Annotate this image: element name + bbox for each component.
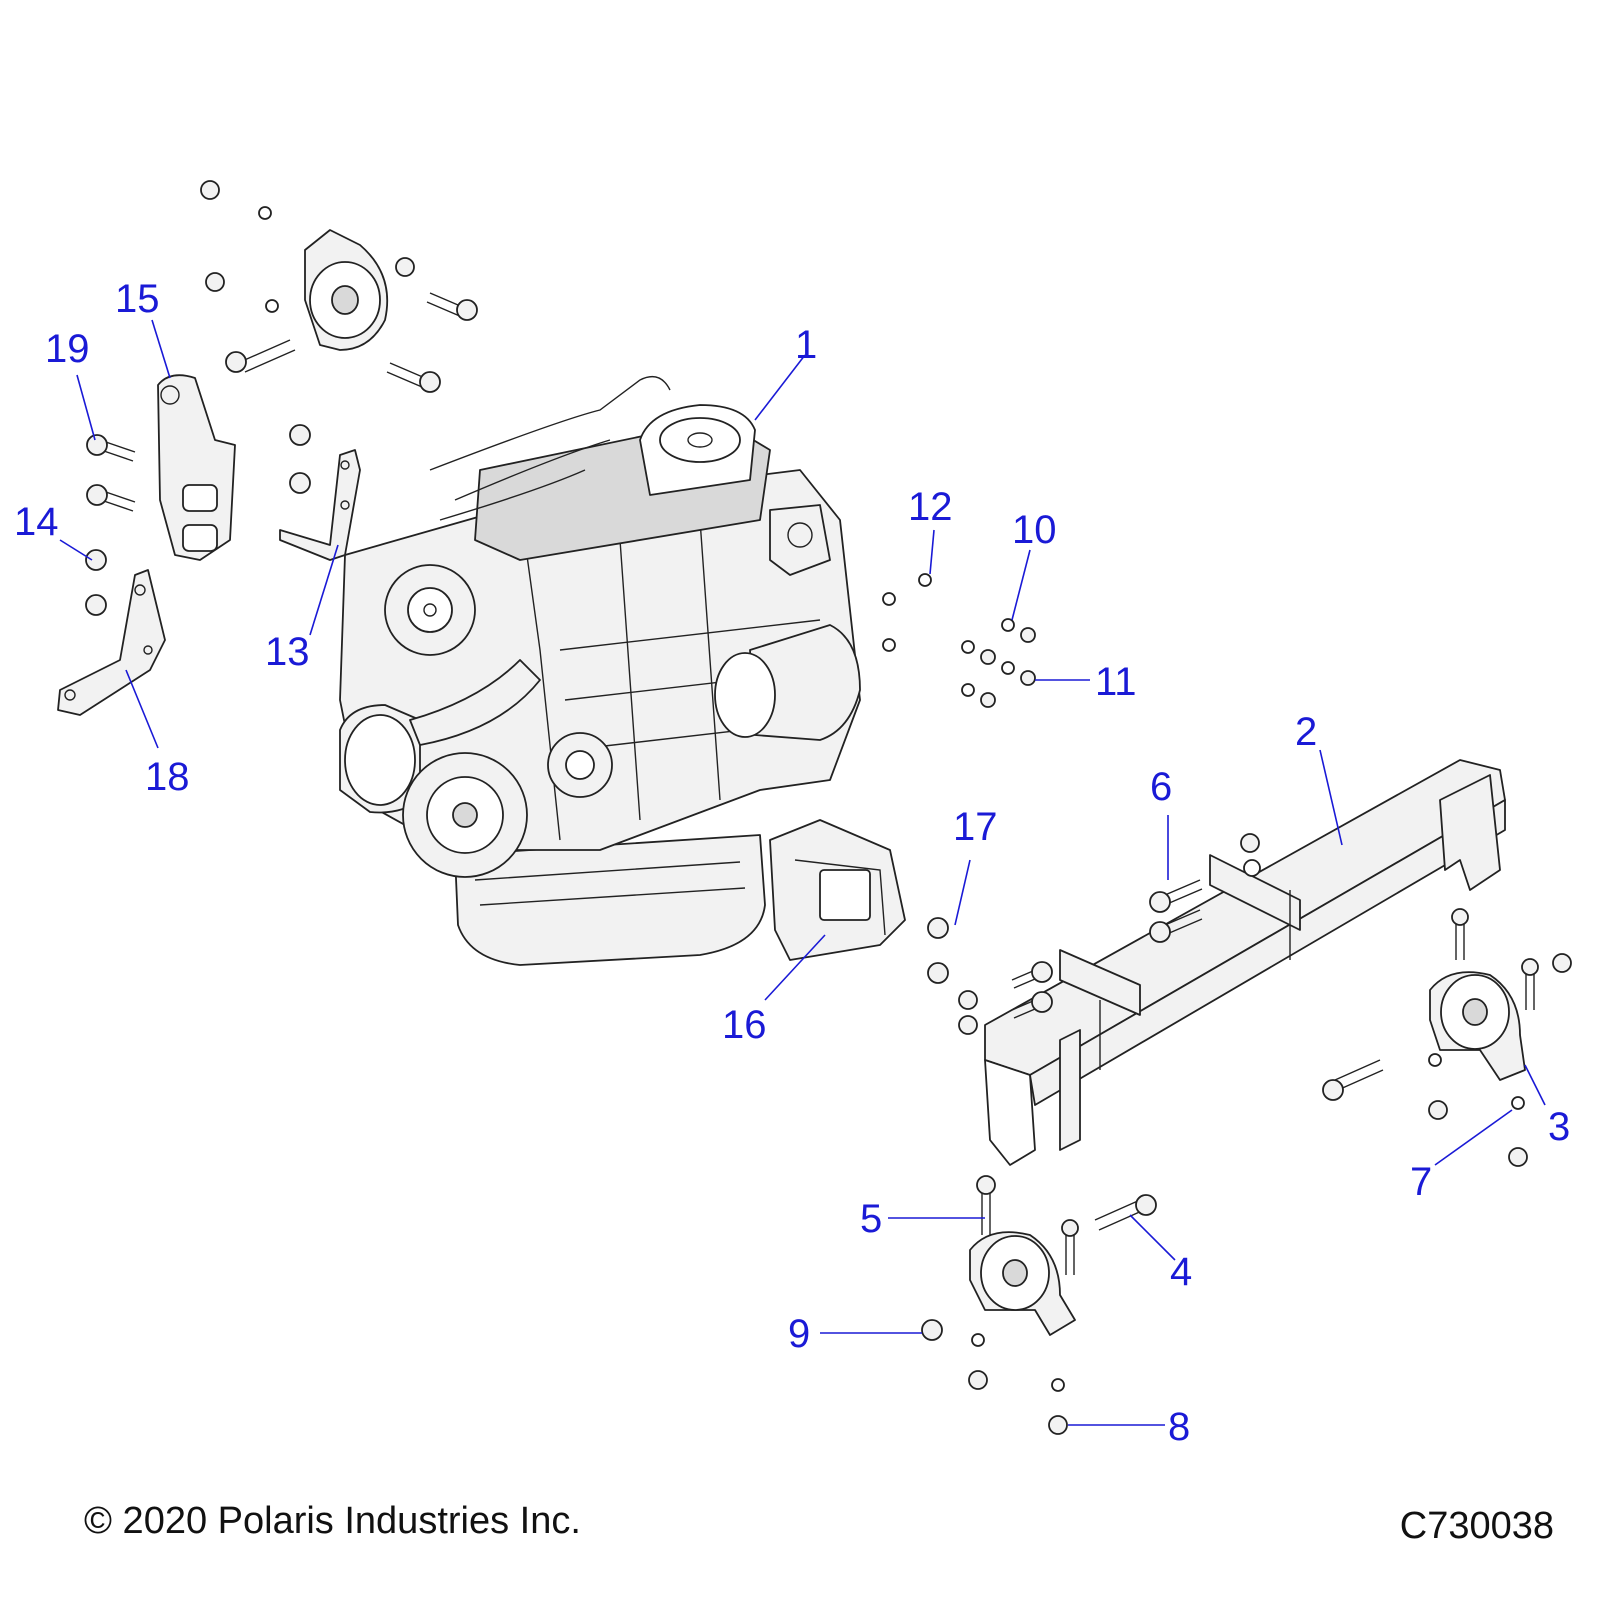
callout-4: 4: [1170, 1250, 1192, 1294]
callout-18: 18: [145, 755, 190, 799]
rear-engine-mount: [1429, 971, 1526, 1081]
bracket-16: [769, 819, 906, 961]
callout-labels: 1 2 3 4 5 6 7 8 9 10 11 12 13 14 15 16 1…: [14, 277, 1570, 1449]
callout-6: 6: [1150, 765, 1172, 809]
frame-crossmember: [984, 759, 1506, 1166]
leader-lines: [59, 319, 1546, 1426]
callout-8: 8: [1168, 1405, 1190, 1449]
callout-19: 19: [45, 327, 90, 371]
callout-13: 13: [265, 630, 310, 674]
callout-7: 7: [1410, 1160, 1432, 1204]
drawing-number: C730038: [1399, 1505, 1554, 1547]
callout-1: 1: [795, 323, 817, 367]
callout-9: 9: [788, 1312, 810, 1356]
callout-14: 14: [14, 500, 59, 544]
bracket-13: [279, 449, 361, 561]
callout-11: 11: [1095, 660, 1137, 704]
bracket-15: [157, 374, 236, 561]
callout-3: 3: [1548, 1105, 1570, 1149]
callout-10: 10: [1012, 508, 1057, 552]
fasteners: [85, 180, 1572, 1435]
callout-16: 16: [722, 1003, 767, 1047]
bracket-18: [57, 569, 166, 716]
callout-2: 2: [1295, 710, 1317, 754]
callout-5: 5: [860, 1197, 882, 1241]
callout-17: 17: [953, 805, 998, 849]
engine-assembly: [339, 376, 861, 966]
callout-15: 15: [115, 277, 160, 321]
callout-12: 12: [908, 485, 953, 529]
front-engine-mount: [969, 1231, 1076, 1336]
copyright-notice: © 2020 Polaris Industries Inc.: [84, 1500, 581, 1542]
upper-engine-mount: [304, 229, 389, 351]
